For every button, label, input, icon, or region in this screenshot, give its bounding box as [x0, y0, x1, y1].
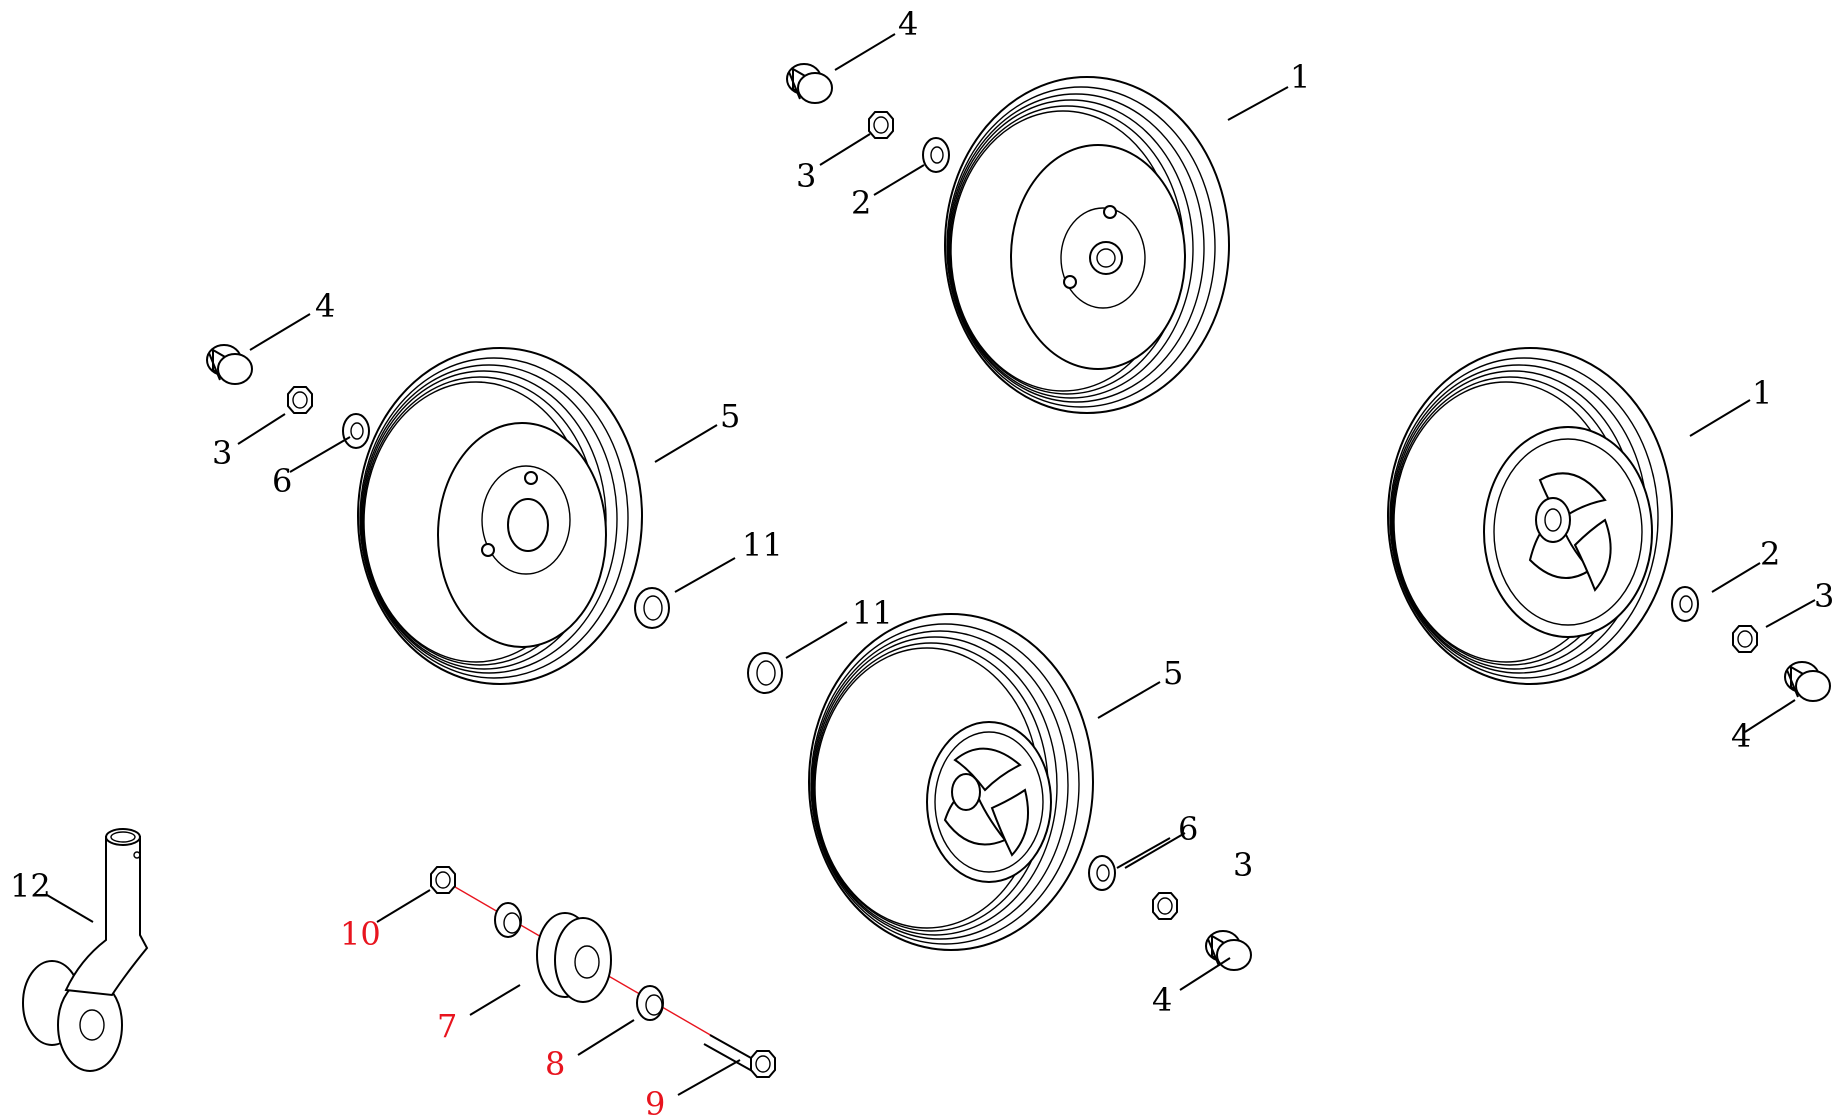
hardware-center — [747, 652, 1252, 971]
label-9: 9 — [645, 1085, 665, 1117]
label-2-right: 2 — [1760, 535, 1780, 573]
caster-wheel-assembly — [430, 866, 776, 1078]
label-4-top: 4 — [898, 5, 918, 43]
label-3-bottom: 3 — [1233, 846, 1253, 884]
label-3-top: 3 — [796, 157, 816, 195]
label-5-center: 5 — [1163, 654, 1183, 692]
label-12: 12 — [10, 867, 51, 905]
label-11-center: 11 — [852, 594, 893, 632]
hardware-left — [206, 344, 670, 629]
label-4-bottom: 4 — [1152, 981, 1172, 1019]
leader-lines — [46, 33, 1816, 1096]
label-7: 7 — [437, 1007, 457, 1045]
label-3-right: 3 — [1814, 577, 1832, 615]
label-6-left: 6 — [272, 462, 292, 500]
label-3-left: 3 — [212, 434, 232, 472]
label-5-left: 5 — [720, 397, 740, 435]
label-6-center: 6 — [1178, 810, 1198, 848]
label-4-right: 4 — [1731, 717, 1751, 755]
label-1-top: 1 — [1290, 58, 1310, 96]
label-1-right: 1 — [1752, 374, 1772, 412]
wheel-right — [1387, 347, 1673, 685]
label-10: 10 — [340, 915, 381, 953]
callout-labels: 1 1 2 2 3 3 3 3 4 4 4 4 5 5 6 6 7 8 9 10… — [10, 5, 1832, 1117]
label-4-left: 4 — [315, 287, 335, 325]
label-11-left: 11 — [742, 526, 783, 564]
label-8: 8 — [545, 1045, 565, 1083]
wheel-center-bottom — [808, 613, 1094, 951]
anti-tip-assembly — [22, 828, 149, 1072]
hardware-top — [786, 63, 950, 173]
wheel-top-center — [944, 76, 1230, 414]
wheel-left — [357, 347, 643, 685]
label-2-top: 2 — [851, 184, 871, 222]
